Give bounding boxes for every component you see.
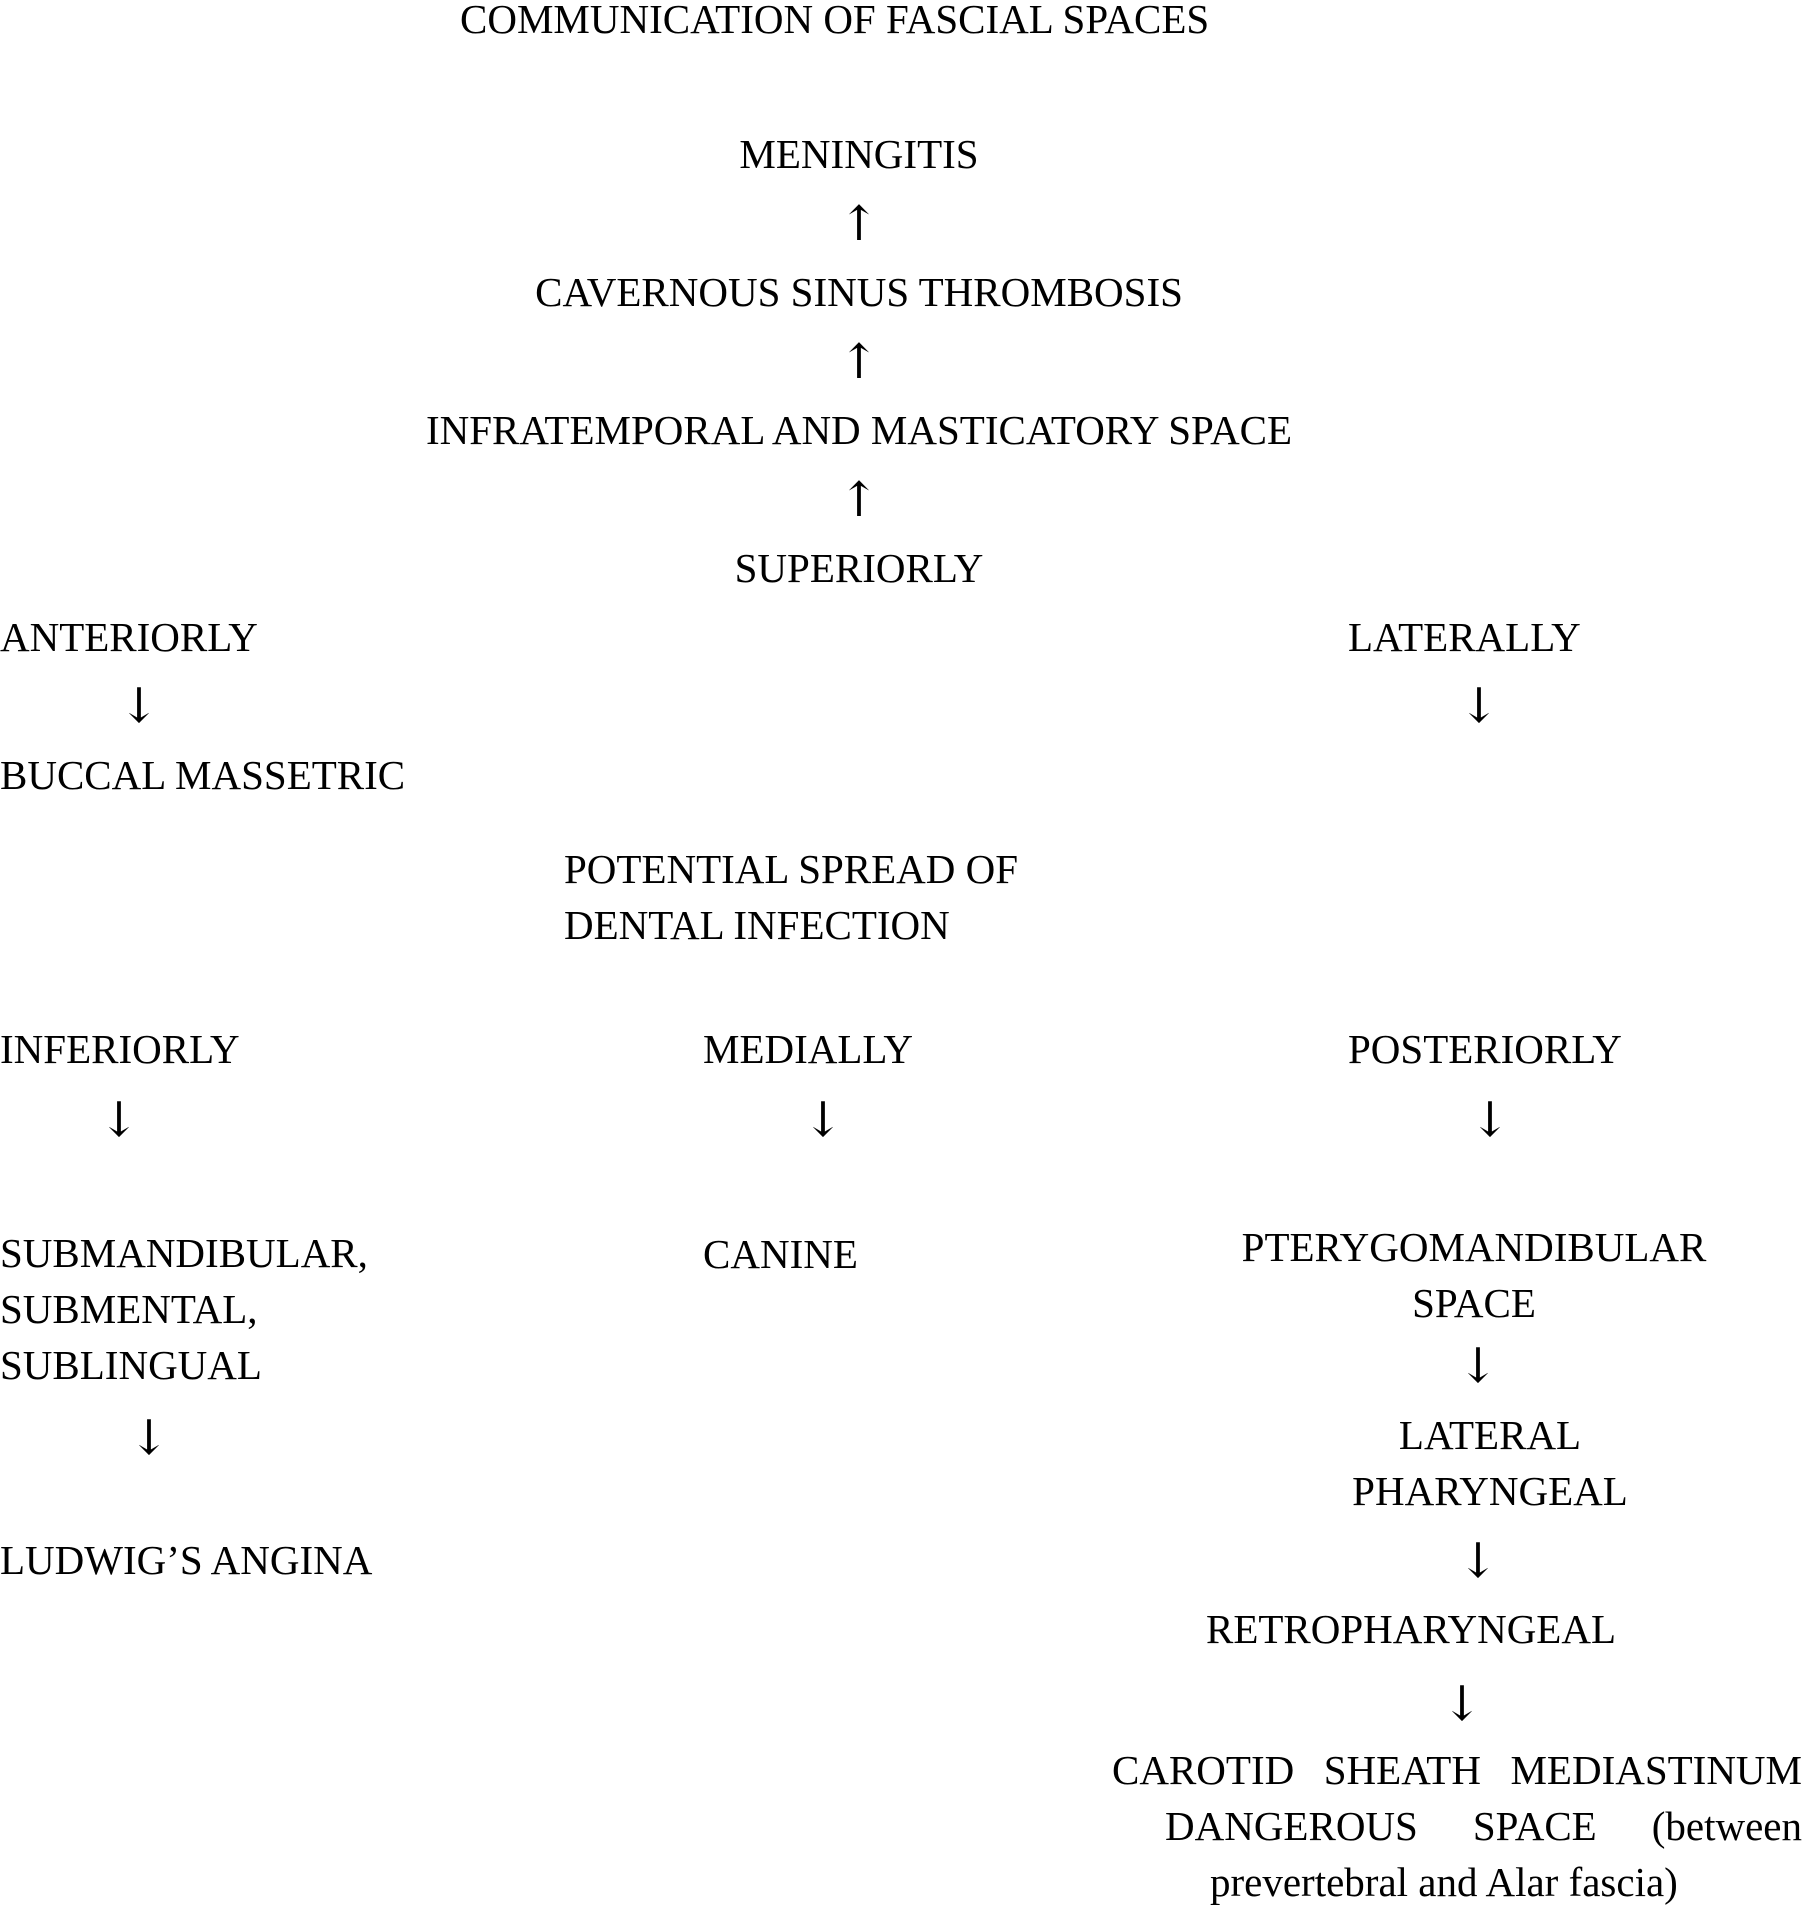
node-infratemporal-masticatory-space: INFRATEMPORAL AND MASTICATORY SPACE [425,407,1293,453]
down-arrow-icon: ↓ [802,1092,844,1148]
center-node-line-2: DENTAL INFECTION [564,902,950,948]
label-medially: MEDIALLY [703,1026,913,1072]
node-ludwigs-angina: LUDWIG’S ANGINA [0,1537,373,1583]
center-node-line-1: POTENTIAL SPREAD OF [564,846,1019,892]
down-arrow-icon: ↓ [128,1410,170,1466]
down-arrow-icon: ↓ [1441,1676,1483,1732]
label-anteriorly: ANTERIORLY [0,614,258,660]
label-superiorly: SUPERIORLY [734,545,984,591]
node-lateral: LATERAL [1398,1412,1582,1458]
node-cavernous-sinus-thrombosis: CAVERNOUS SINUS THROMBOSIS [535,269,1183,315]
node-submental: SUBMENTAL, [0,1286,258,1332]
label-laterally: LATERALLY [1348,614,1581,660]
node-pterygomandibular-space: SPACE [1412,1280,1536,1326]
down-arrow-icon: ↓ [1458,678,1500,734]
node-pharyngeal: PHARYNGEAL [1352,1468,1628,1514]
label-posteriorly: POSTERIORLY [1348,1026,1622,1072]
node-dangerous-space: DANGEROUS SPACE (between [1165,1803,1802,1849]
up-arrow-icon: ↑ [838,196,880,252]
label-inferiorly: INFERIORLY [0,1026,240,1072]
node-carotid-sheath-mediastinum: CAROTID SHEATH MEDIASTINUM [1112,1747,1802,1793]
up-arrow-icon: ↑ [838,472,880,528]
down-arrow-icon: ↓ [1457,1533,1499,1589]
down-arrow-icon: ↓ [118,678,160,734]
node-prevertebral-alar-fascia: prevertebral and Alar fascia) [1210,1859,1678,1905]
up-arrow-icon: ↑ [838,334,880,390]
node-meningitis: MENINGITIS [739,131,979,177]
node-canine: CANINE [703,1231,858,1277]
node-pterygomandibular: PTERYGOMANDIBULAR [1241,1224,1707,1270]
node-buccal-masseteric: BUCCAL MASSETRIC [0,752,406,798]
diagram-title: COMMUNICATION OF FASCIAL SPACES [460,0,1210,42]
node-retropharyngeal: RETROPHARYNGEAL [1205,1606,1617,1652]
down-arrow-icon: ↓ [1469,1092,1511,1148]
node-sublingual: SUBLINGUAL [0,1342,262,1388]
node-submandibular: SUBMANDIBULAR, [0,1230,368,1276]
down-arrow-icon: ↓ [98,1092,140,1148]
down-arrow-icon: ↓ [1457,1338,1499,1394]
